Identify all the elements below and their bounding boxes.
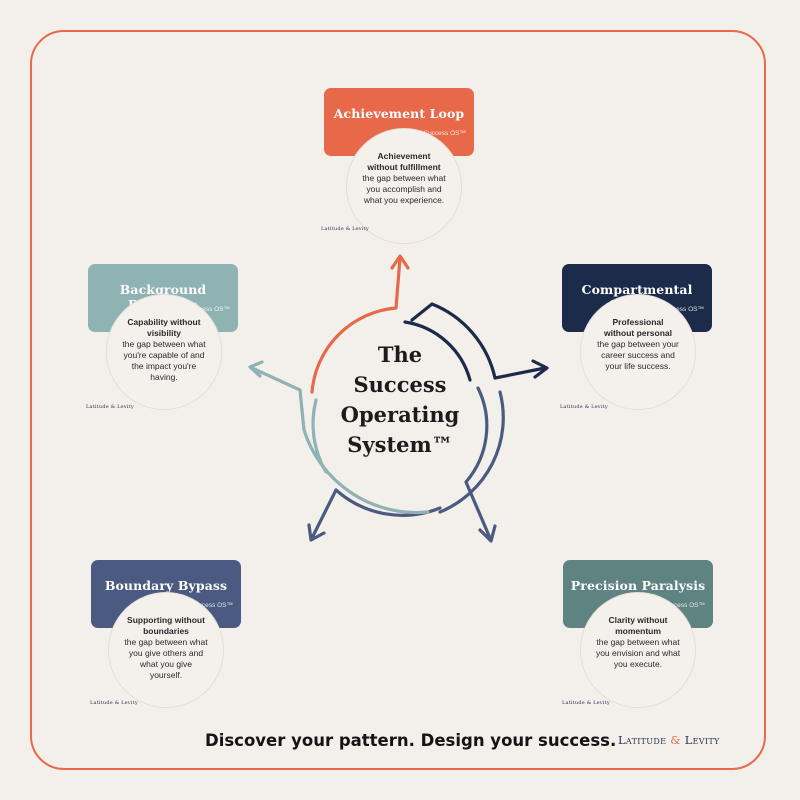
brand-name-right: Levity xyxy=(684,733,720,747)
center-title-line: Operating xyxy=(340,402,460,427)
brand-name-left: Latitude xyxy=(618,733,667,747)
card-title: Precision Paralysis xyxy=(570,578,706,593)
card-title: Achievement Loop xyxy=(333,106,465,121)
arrowhead-precision xyxy=(478,524,497,543)
card-subtitle: Success OS™ xyxy=(423,130,466,137)
outer-frame xyxy=(30,30,766,770)
arrowhead-achievement xyxy=(390,254,410,270)
arrowhead-boundary xyxy=(307,523,326,542)
mini-logo-text: Latitude & Levity xyxy=(86,404,134,410)
bubble-description: the gap between what you're capable of a… xyxy=(122,339,206,382)
arrowhead-background-brilliance xyxy=(248,360,264,378)
cycle-arrow-background-brilliance xyxy=(250,366,430,515)
mini-logo: Latitude & Levity xyxy=(86,404,134,410)
center-title-line: Success xyxy=(353,372,447,397)
mini-logo-text: Latitude & Levity xyxy=(560,404,608,410)
mini-logo: Latitude & Levity xyxy=(321,226,369,232)
card-title: Boundary Bypass xyxy=(104,578,228,593)
bubble-background-brilliance: Capability without visibility the gap be… xyxy=(106,294,222,410)
card-subtitle: Success OS™ xyxy=(190,602,233,609)
cycle-arc-outer-slate xyxy=(438,390,505,514)
bubble-description: the gap between what you envision and wh… xyxy=(595,637,681,669)
card-subtitle: Success OS™ xyxy=(662,602,705,609)
cycle-arrow-precision xyxy=(464,386,492,540)
bubble-compartmental-success: Professional without personal the gap be… xyxy=(580,294,696,410)
bubble-heading: Professional without personal xyxy=(604,317,672,338)
cycle-arc-inner-teal xyxy=(311,398,328,474)
bubble-boundary-bypass: Supporting without boundaries the gap be… xyxy=(108,592,224,708)
bubble-precision-paralysis: Clarity without momentum the gap between… xyxy=(580,592,696,708)
mini-logo: Latitude & Levity xyxy=(560,404,608,410)
mini-logo-text: Latitude & Levity xyxy=(321,226,369,232)
bubble-description: the gap between what you give others and… xyxy=(124,637,208,680)
mini-logo-text: Latitude & Levity xyxy=(562,700,610,706)
bubble-heading: Clarity without momentum xyxy=(608,615,668,636)
bubble-heading: Capability without visibility xyxy=(127,317,201,338)
cycle-arrow-achievement xyxy=(310,256,402,394)
brand-logo: Latitude & Levity xyxy=(618,733,720,747)
bubble-heading: Achievement without fulfillment xyxy=(367,151,441,172)
card-subtitle: Success OS™ xyxy=(187,306,230,313)
bubble-achievement-loop: Achievement without fulfillment the gap … xyxy=(346,128,462,244)
bubble-description: the gap between what you accomplish and … xyxy=(362,173,446,205)
card-subtitle: Success OS™ xyxy=(661,306,704,313)
cycle-arc-inner-navy xyxy=(403,320,472,382)
center-title-line: The xyxy=(377,342,423,367)
mini-logo-text: Latitude & Levity xyxy=(90,700,138,706)
center-title-line: System™ xyxy=(347,432,453,457)
bubble-description: the gap between your career success and … xyxy=(597,339,679,371)
cycle-arrow-compartmental xyxy=(410,302,547,380)
center-title: The Success Operating System™ xyxy=(310,340,490,460)
mini-logo: Latitude & Levity xyxy=(90,700,138,706)
tagline: Discover your pattern. Design your succe… xyxy=(205,731,617,750)
brand-ampersand: & xyxy=(670,733,681,747)
bubble-heading: Supporting without boundaries xyxy=(127,615,205,636)
mini-logo: Latitude & Levity xyxy=(562,700,610,706)
arrowhead-compartmental xyxy=(531,359,549,379)
